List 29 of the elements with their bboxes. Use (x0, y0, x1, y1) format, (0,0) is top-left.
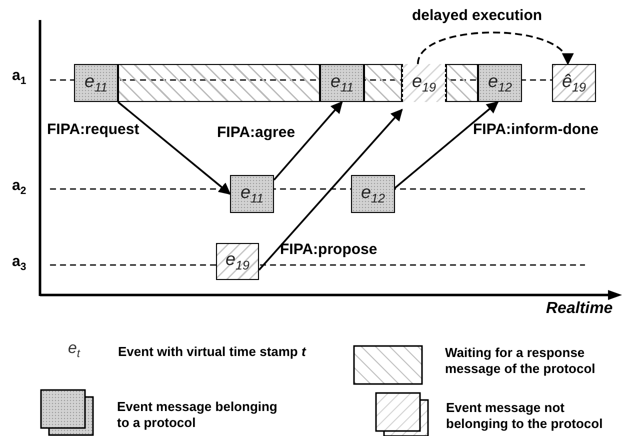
legend-text: Event with virtual time stamp t (118, 344, 308, 360)
event-box: ê$_{19}$ (552, 64, 596, 102)
message-arrow (258, 108, 403, 271)
legend-text: Event message belonging to a protocol (117, 399, 278, 430)
message-arrow (394, 101, 499, 189)
edge-label: FIPA:agree (217, 125, 296, 142)
waiting-bar (118, 64, 320, 102)
agent-label: a$_{3}$ (12, 254, 26, 274)
event-box: e$_{11}$ (320, 64, 364, 102)
event-box: e$_{11}$ (74, 64, 118, 102)
event-box: e$_{19}$ (216, 243, 259, 280)
edge-label: FIPA:request (47, 122, 140, 138)
message-arrow (273, 101, 343, 181)
edge-label: FIPA:inform-done (473, 122, 599, 138)
waiting-bar (364, 64, 402, 102)
waiting-bar (446, 64, 478, 102)
legend-text: Waiting for a response message of the protocol (445, 345, 596, 376)
axis-label: Realtime (546, 300, 613, 318)
legend-text: Event message not belonging to the protocol (446, 400, 604, 432)
agent-label: a$_{2}$ (12, 178, 26, 198)
event-box: e$_{19}$ (402, 64, 446, 102)
edge-label: FIPA:propose (280, 242, 378, 258)
event-box: e$_{12}$ (351, 175, 395, 213)
message-arrow (117, 101, 231, 195)
legend-symbol: e$_{t}$ (68, 340, 80, 360)
event-box: e$_{12}$ (478, 64, 522, 102)
edge-label: delayed execution (412, 8, 542, 24)
agent-label: a$_{1}$ (12, 68, 26, 88)
event-box: e$_{11}$ (230, 175, 274, 213)
